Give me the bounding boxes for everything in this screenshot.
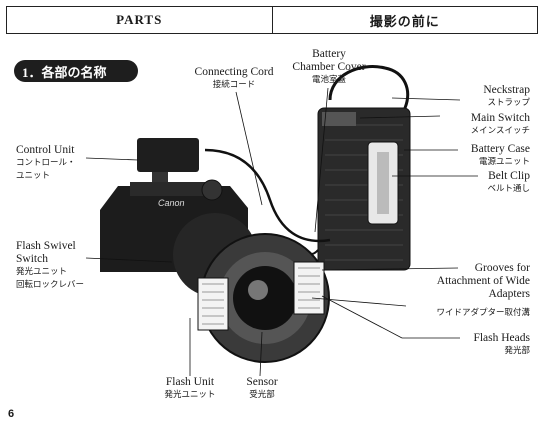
label-battery-chamber-cover: Battery Chamber Cover 電池室蓋 <box>292 48 366 85</box>
section-title: 1．各部の名称 <box>14 60 138 82</box>
label-flash-unit: Flash Unit 発光ユニット <box>164 376 216 400</box>
label-sensor: Sensor 受光部 <box>246 376 278 400</box>
header-before-shooting: 撮影の前に <box>271 7 538 33</box>
label-neckstrap: Neckstrap ストラップ <box>483 84 530 108</box>
label-main-switch: Main Switch メインスイッチ <box>470 112 530 136</box>
label-belt-clip: Belt Clip ベルト通し <box>487 170 530 194</box>
label-control-unit: Control Unit コントロール・ ユニット <box>16 144 76 181</box>
label-flash-swivel-switch: Flash Swivel Switch 発光ユニット 回転ロックレバー <box>16 240 85 290</box>
page-header: PARTS 撮影の前に <box>6 6 538 34</box>
camera-brand-text: Canon <box>158 198 185 208</box>
label-connecting-cord: Connecting Cord 接続コード <box>194 66 274 90</box>
header-parts: PARTS <box>116 12 163 27</box>
label-battery-case: Battery Case 電源ユニット <box>470 143 530 167</box>
page-number: 6 <box>8 408 15 420</box>
label-grooves-wide-adapters: Grooves for Attachment of Wide Adapters … <box>436 262 530 318</box>
label-flash-heads: Flash Heads 発光部 <box>473 332 530 356</box>
